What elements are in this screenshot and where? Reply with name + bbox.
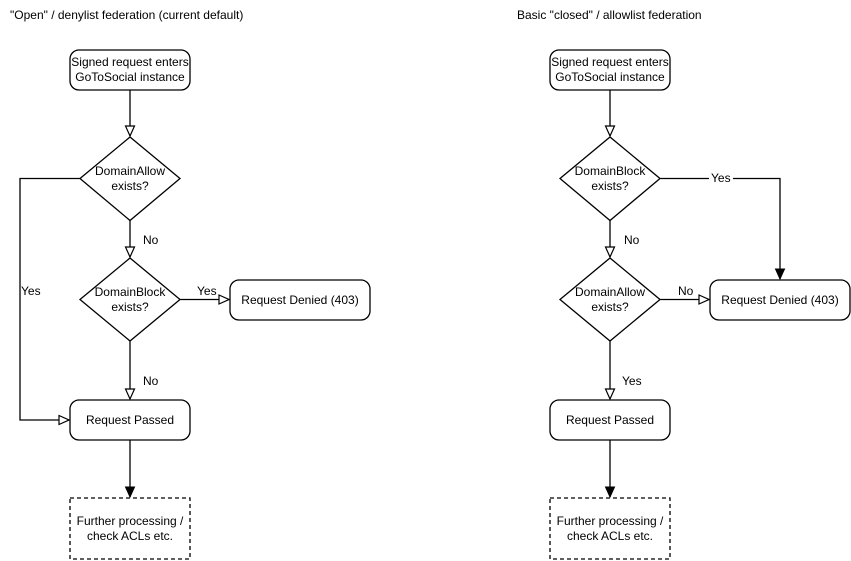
node-label-left-passed: Request Passed bbox=[85, 412, 175, 427]
diagram-title-right: Basic "closed" / allowlist federation bbox=[517, 8, 702, 22]
node-label-right-passed: Request Passed bbox=[565, 412, 655, 427]
node-shape-right-start bbox=[549, 49, 671, 91]
node-label-right-start: Signed request enters GoToSocial instanc… bbox=[551, 55, 669, 84]
node-shape-right-denied bbox=[709, 279, 851, 321]
node-shape-left-further bbox=[69, 497, 191, 560]
decision-diamond-right-domainblock bbox=[558, 136, 662, 222]
edge-label-left-decision2-no: No bbox=[143, 374, 159, 388]
edge-label-left-decision1-no: No bbox=[143, 233, 159, 247]
edge-label-left-decision2-yes: Yes bbox=[197, 284, 217, 298]
edge-label-right-decision2-yes: Yes bbox=[622, 374, 642, 388]
node-shape-left-passed bbox=[69, 399, 191, 441]
node-label-left-denied: Request Denied (403) bbox=[241, 292, 359, 307]
connector-right-decision1-to-denied bbox=[660, 177, 781, 280]
node-label-left-decision2: DomainBlock exists? bbox=[94, 285, 166, 314]
node-shape-right-passed bbox=[549, 399, 671, 441]
node-label-left-start: Signed request enters GoToSocial instanc… bbox=[71, 55, 189, 84]
decision-diamond-right-domainallow bbox=[558, 257, 662, 342]
node-label-right-decision2: DomainAllow exists? bbox=[574, 285, 646, 314]
node-label-left-decision1: DomainAllow exists? bbox=[94, 164, 166, 193]
edge-label-right-decision2-no: No bbox=[678, 284, 694, 298]
node-shape-left-start bbox=[69, 49, 191, 91]
decision-diamond-left-domainallow bbox=[78, 136, 182, 222]
decision-diamond-left-domainblock bbox=[78, 257, 182, 342]
node-label-right-decision1: DomainBlock exists? bbox=[574, 164, 646, 193]
node-label-left-further: Further processing / check ACLs etc. bbox=[76, 513, 184, 543]
connector-left-yes-loop-to-passed bbox=[19, 177, 80, 421]
node-shape-right-further bbox=[549, 497, 671, 560]
edge-label-right-decision1-yes: Yes bbox=[709, 171, 733, 185]
node-shape-left-denied bbox=[229, 279, 371, 321]
node-label-right-further: Further processing / check ACLs etc. bbox=[556, 513, 664, 543]
node-label-right-denied: Request Denied (403) bbox=[721, 292, 839, 307]
edge-label-right-decision1-no: No bbox=[624, 233, 640, 247]
edge-label-left-decision1-yes: Yes bbox=[21, 284, 41, 298]
diagram-title-left: "Open" / denylist federation (current de… bbox=[10, 8, 244, 22]
